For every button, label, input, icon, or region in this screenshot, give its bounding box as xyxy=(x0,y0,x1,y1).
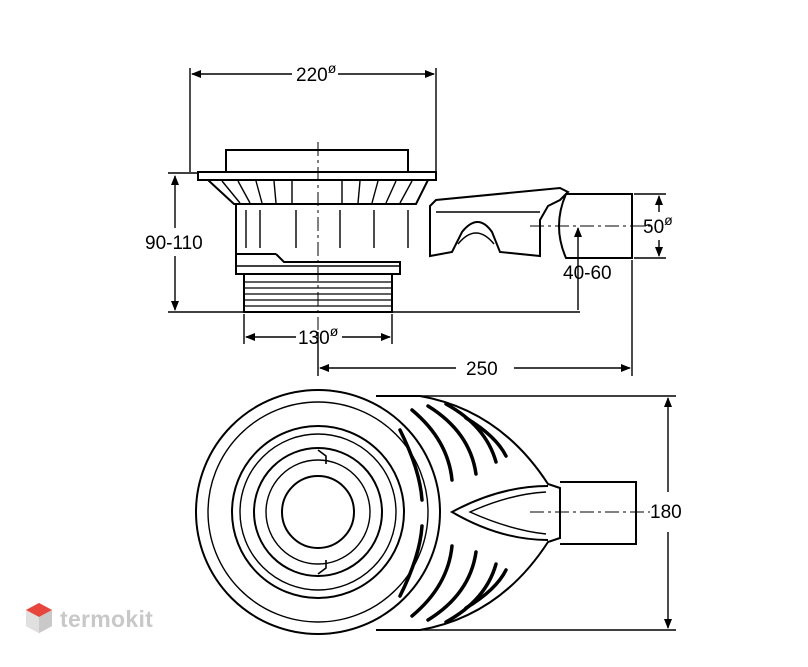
outlet-pipe-plan xyxy=(560,481,637,545)
grate xyxy=(225,149,409,173)
trap-body xyxy=(235,204,401,275)
side-view xyxy=(197,142,650,330)
logo-text: termokit xyxy=(60,605,154,632)
ribbed-collar xyxy=(207,179,429,205)
housing-outline xyxy=(376,395,561,631)
dim-40-60: 40-60 xyxy=(563,263,612,284)
plan-view xyxy=(195,389,650,635)
housing-ribs xyxy=(398,402,508,624)
dim-180: 180 xyxy=(650,502,682,523)
centre-lines xyxy=(317,142,650,330)
outer-ring xyxy=(195,389,441,635)
body-ribs xyxy=(245,210,409,248)
plan-dimensions xyxy=(420,395,676,631)
termokit-logo: termokit xyxy=(24,602,153,636)
cube-logo-icon xyxy=(26,603,52,633)
dim-250: 250 xyxy=(466,359,498,380)
dim-50: 50ø xyxy=(643,212,673,238)
dim-220: 220ø xyxy=(296,60,337,86)
dim-130: 130ø xyxy=(298,323,339,349)
drain-hole xyxy=(281,475,355,549)
dim-90-110: 90-110 xyxy=(145,233,203,254)
outlet-pipe xyxy=(558,193,633,259)
side-dimensions xyxy=(168,68,666,376)
flange xyxy=(197,171,437,181)
middle-ring xyxy=(231,425,405,599)
collar-ribs xyxy=(221,180,413,204)
outlet-arm xyxy=(429,186,570,258)
